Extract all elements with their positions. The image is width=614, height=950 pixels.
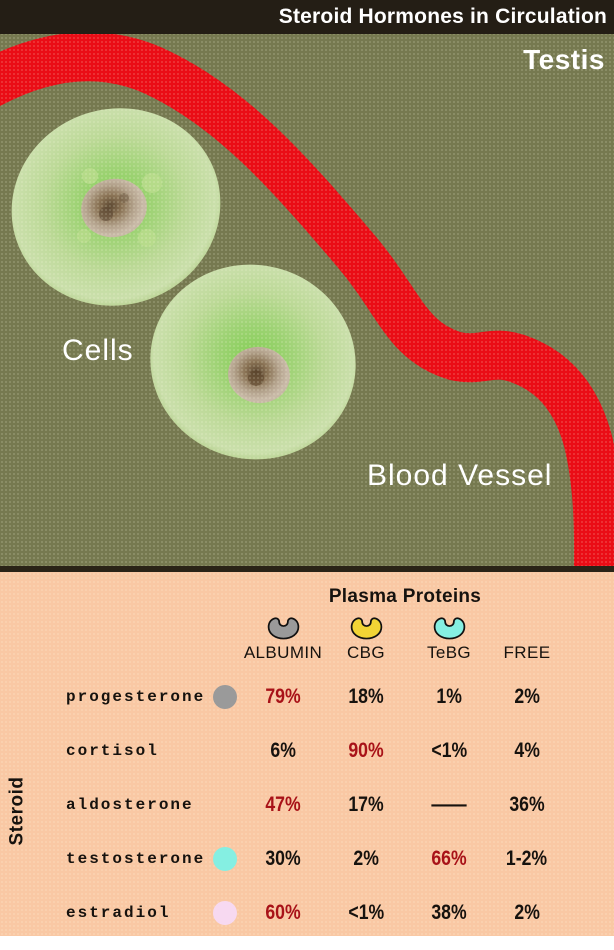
steroid-dot — [213, 739, 237, 763]
table-row-aldosterone: aldosterone 47% 17% —— 36% — [0, 778, 614, 832]
albumin-value: 60% — [265, 901, 301, 924]
albumin-value: 79% — [265, 685, 301, 708]
cell-2-nucleolus — [248, 370, 264, 386]
section-divider — [0, 566, 614, 572]
steroid-dot — [213, 901, 237, 925]
tebg-value: —— — [431, 793, 467, 816]
column-header-tebg: TeBG — [426, 643, 472, 662]
cell-1-vesicle — [138, 229, 156, 247]
table-row-progesterone: progesterone 79% 18% 1% 2% — [0, 670, 614, 724]
tebg-value: <1% — [431, 739, 467, 762]
protein-icon-row — [244, 614, 566, 640]
table-row-cortisol: cortisol 6% 90% <1% 4% — [0, 724, 614, 778]
plasma-proteins-title: Plasma Proteins — [328, 586, 482, 607]
albumin-value: 30% — [265, 847, 301, 870]
cbg-value: 2% — [353, 847, 379, 870]
steroid-name: estradiol — [66, 904, 171, 922]
cell-1-vesicle — [142, 173, 162, 193]
cbg-value: <1% — [348, 901, 384, 924]
steroid-dot — [213, 685, 237, 709]
free-value: 2% — [514, 685, 540, 708]
plasma-protein-panel: Plasma Proteins ALBUMIN CBG TeBG FREE — [0, 572, 614, 936]
tebg-value: 66% — [431, 847, 467, 870]
cbg-value: 17% — [348, 793, 384, 816]
column-header-cbg: CBG — [346, 643, 386, 662]
cbg-protein-icon — [350, 616, 382, 639]
steroid-name: testosterone — [66, 850, 206, 868]
column-header-row: ALBUMIN CBG TeBG FREE — [244, 642, 566, 664]
tebg-value: 1% — [436, 685, 462, 708]
scene-artwork — [0, 32, 614, 566]
cell-1-vesicle — [77, 229, 91, 243]
title-bar: Steroid Hormones in Circulation — [0, 0, 614, 34]
cell-1-vesicle — [82, 168, 98, 184]
albumin-protein-icon — [267, 616, 299, 639]
cbg-value: 18% — [348, 685, 384, 708]
steroid-name: aldosterone — [66, 796, 194, 814]
circulation-scene: Steroid Hormones in Circulation Testis C… — [0, 0, 614, 566]
steroid-dot — [213, 793, 237, 817]
cell-1-nucleolus — [119, 193, 129, 203]
table-row-testosterone: testosterone 30% 2% 66% 1-2% — [0, 832, 614, 886]
steroid-axis-label: Steroid — [6, 776, 28, 846]
steroid-name: progesterone — [66, 688, 206, 706]
steroid-rows: progesterone 79% 18% 1% 2% cortisol 6% 9… — [0, 670, 614, 940]
cells-label: Cells — [62, 334, 134, 367]
blood-vessel-shape — [0, 32, 614, 566]
cbg-value: 90% — [348, 739, 384, 762]
column-header-albumin: ALBUMIN — [243, 643, 323, 662]
blood-vessel-label: Blood Vessel — [367, 459, 553, 492]
tebg-protein-icon — [433, 616, 465, 639]
albumin-value: 47% — [265, 793, 301, 816]
page-title: Steroid Hormones in Circulation — [278, 5, 607, 28]
cell-1-nucleolus — [99, 207, 113, 221]
table-row-estradiol: estradiol 60% <1% 38% 2% — [0, 886, 614, 940]
steroid-name: cortisol — [66, 742, 159, 760]
steroid-dot — [213, 847, 237, 871]
testis-label: Testis — [523, 44, 605, 75]
cell-1-nucleus — [81, 178, 147, 238]
albumin-value: 6% — [270, 739, 296, 762]
free-value: 4% — [514, 739, 540, 762]
free-value: 36% — [509, 793, 545, 816]
column-header-free: FREE — [503, 643, 551, 662]
free-value: 2% — [514, 901, 540, 924]
tebg-value: 38% — [431, 901, 467, 924]
free-value: 1-2% — [506, 847, 548, 870]
